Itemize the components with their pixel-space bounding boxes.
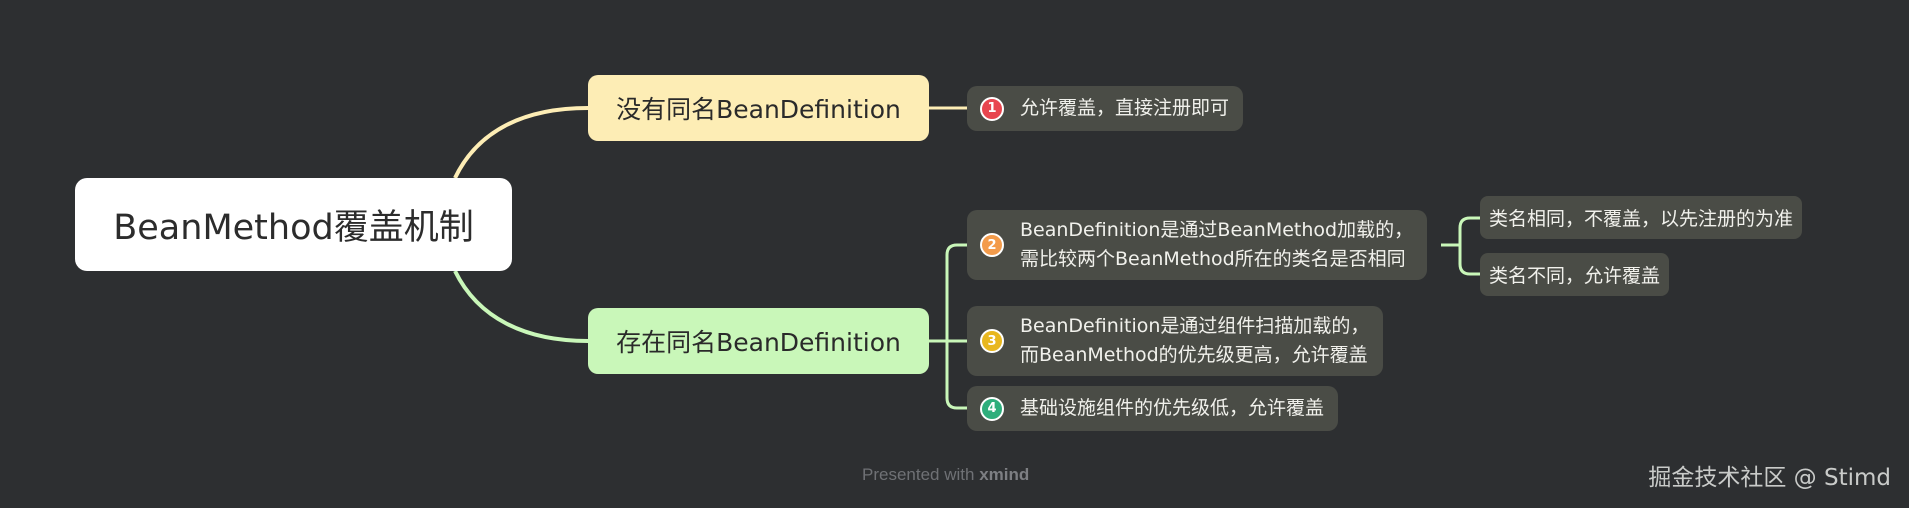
leaf-topic-1[interactable]: 1 允许覆盖，直接注册即可 xyxy=(967,86,1244,131)
subtopic-same-class-name[interactable]: 类名相同，不覆盖，以先注册的为准 xyxy=(1480,196,1803,239)
leaf-text: BeanDefinition是通过BeanMethod加载的， 需比较两个Bea… xyxy=(1020,216,1413,274)
presented-with-footer: Presented with xmind xyxy=(862,465,1029,485)
connector-root-branch-2 xyxy=(453,270,589,343)
branch-label: 没有同名BeanDefinition xyxy=(616,95,901,124)
branch-same-name-exists[interactable]: 存在同名BeanDefinition xyxy=(588,308,929,374)
connector-branch-2-leaves xyxy=(929,243,967,410)
number-3-circle-icon: 3 xyxy=(980,329,1004,353)
root-topic-label: BeanMethod覆盖机制 xyxy=(113,208,474,248)
number-1-circle-icon: 1 xyxy=(980,96,1004,121)
leaf-text-line: 需比较两个BeanMethod所在的类名是否相同 xyxy=(1020,248,1406,270)
subtopic-label: 类名不同，允许覆盖 xyxy=(1489,265,1661,287)
subtopic-different-class-name[interactable]: 类名不同，允许覆盖 xyxy=(1480,253,1670,296)
leaf-topic-2[interactable]: 2 BeanDefinition是通过BeanMethod加载的， 需比较两个B… xyxy=(967,210,1428,280)
root-topic[interactable]: BeanMethod覆盖机制 xyxy=(75,178,512,271)
presented-with-text: Presented with xyxy=(862,465,975,484)
leaf-text: BeanDefinition是通过组件扫描加载的， 而BeanMethod的优先… xyxy=(1020,312,1369,370)
leaf-text-line: 基础设施组件的优先级低，允许覆盖 xyxy=(1020,397,1325,419)
leaf-text: 允许覆盖，直接注册即可 xyxy=(1020,94,1229,123)
leaf-topic-3[interactable]: 3 BeanDefinition是通过组件扫描加载的， 而BeanMethod的… xyxy=(967,306,1384,376)
number-2-circle-icon: 2 xyxy=(980,233,1004,257)
watermark-credit: 掘金技术社区 @ Stimd xyxy=(1648,465,1891,491)
leaf-text-line: 而BeanMethod的优先级更高，允许覆盖 xyxy=(1020,344,1368,366)
branch-no-same-name[interactable]: 没有同名BeanDefinition xyxy=(588,75,929,141)
connector-leaf-2-subs xyxy=(1441,216,1480,276)
leaf-text-line: 允许覆盖，直接注册即可 xyxy=(1020,97,1230,119)
leaf-text-line: BeanDefinition是通过组件扫描加载的， xyxy=(1020,315,1370,337)
leaf-text-line: BeanDefinition是通过BeanMethod加载的， xyxy=(1020,219,1414,241)
leaf-text: 基础设施组件的优先级低，允许覆盖 xyxy=(1020,394,1324,423)
branch-label: 存在同名BeanDefinition xyxy=(616,328,901,357)
connector-root-branch-1 xyxy=(453,106,589,179)
leaf-topic-4[interactable]: 4 基础设施组件的优先级低，允许覆盖 xyxy=(967,386,1339,431)
xmind-brand: xmind xyxy=(979,465,1030,484)
number-4-circle-icon: 4 xyxy=(980,396,1004,421)
subtopic-label: 类名相同，不覆盖，以先注册的为准 xyxy=(1489,208,1794,230)
